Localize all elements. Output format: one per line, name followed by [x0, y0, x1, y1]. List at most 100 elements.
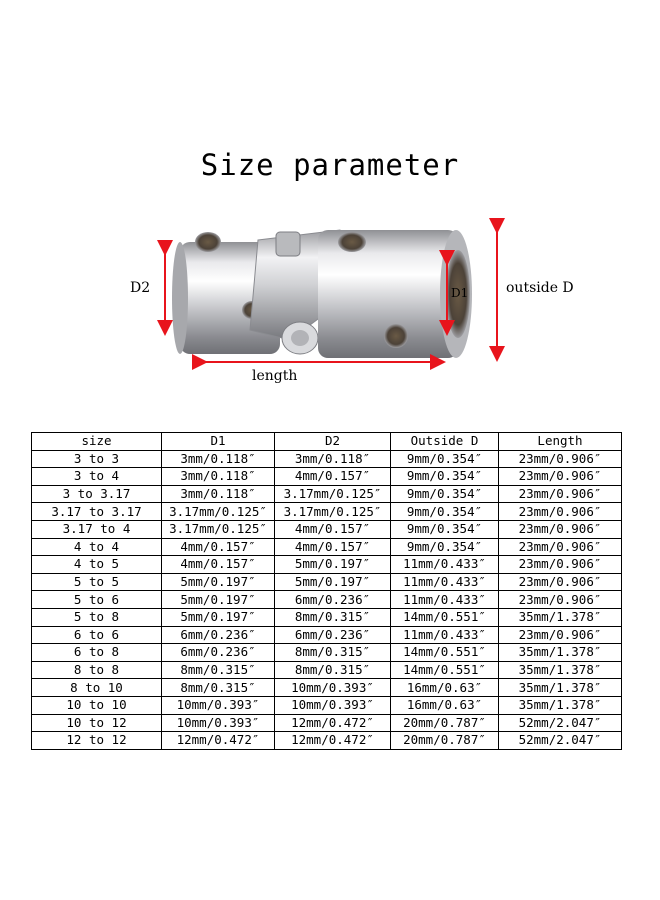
cell-d1: 6mm/0.236″ — [161, 643, 275, 662]
cell-d2: 3.17mm/0.125″ — [274, 484, 391, 504]
header-d2: D2 — [274, 432, 391, 451]
cell-d2: 5mm/0.197″ — [274, 572, 391, 592]
cell-d1: 4mm/0.157″ — [161, 555, 275, 574]
cell-d2: 4mm/0.157″ — [274, 519, 391, 539]
cell-d1: 3.17mm/0.125″ — [161, 502, 275, 521]
cell-d1: 10mm/0.393″ — [161, 695, 275, 715]
cell-size: 8 to 10 — [31, 678, 162, 697]
cell-outside-d: 9mm/0.354″ — [390, 519, 499, 539]
cell-length: 23mm/0.906″ — [498, 537, 622, 557]
cell-size: 3.17 to 3.17 — [31, 502, 162, 521]
outside-d-label: outside D — [506, 280, 574, 296]
cell-length: 23mm/0.906″ — [498, 625, 622, 645]
cell-d1: 4mm/0.157″ — [161, 537, 275, 557]
cell-outside-d: 20mm/0.787″ — [390, 731, 499, 750]
cell-length: 35mm/1.378″ — [498, 607, 622, 627]
cell-outside-d: 16mm/0.63″ — [390, 695, 499, 715]
cell-d1: 3mm/0.118″ — [161, 484, 275, 504]
cell-size: 3 to 4 — [31, 467, 162, 486]
cell-size: 5 to 8 — [31, 607, 162, 627]
header-length: Length — [498, 432, 622, 451]
header-d1: D1 — [161, 432, 275, 451]
cell-size: 5 to 6 — [31, 590, 162, 609]
cell-outside-d: 9mm/0.354″ — [390, 502, 499, 521]
cell-length: 23mm/0.906″ — [498, 590, 622, 609]
cell-d2: 4mm/0.157″ — [274, 467, 391, 486]
right-hub — [318, 230, 458, 358]
cell-outside-d: 11mm/0.433″ — [390, 590, 499, 609]
cell-d1: 3mm/0.118″ — [161, 467, 275, 486]
cell-d1: 5mm/0.197″ — [161, 590, 275, 609]
universal-joint-illustration — [157, 218, 505, 370]
cell-length: 52mm/2.047″ — [498, 731, 622, 750]
cell-length: 23mm/0.906″ — [498, 467, 622, 486]
cell-d2: 8mm/0.315″ — [274, 643, 391, 662]
cell-outside-d: 14mm/0.551″ — [390, 607, 499, 627]
header-outside-d: Outside D — [390, 432, 499, 451]
cell-size: 5 to 5 — [31, 572, 162, 592]
cell-d2: 3.17mm/0.125″ — [274, 502, 391, 521]
cell-d2: 10mm/0.393″ — [274, 695, 391, 715]
cell-size: 3 to 3 — [31, 449, 162, 469]
cell-d1: 8mm/0.315″ — [161, 660, 275, 680]
cell-d1: 12mm/0.472″ — [161, 731, 275, 750]
header-size: size — [31, 432, 162, 451]
cross-pin-top — [275, 231, 301, 257]
cell-length: 52mm/2.047″ — [498, 713, 622, 733]
cell-size: 6 to 6 — [31, 625, 162, 645]
cell-size: 3 to 3.17 — [31, 484, 162, 504]
cell-d1: 6mm/0.236″ — [161, 625, 275, 645]
cell-outside-d: 9mm/0.354″ — [390, 467, 499, 486]
cell-size: 4 to 4 — [31, 537, 162, 557]
cell-length: 23mm/0.906″ — [498, 484, 622, 504]
cell-length: 23mm/0.906″ — [498, 519, 622, 539]
cell-size: 6 to 8 — [31, 643, 162, 662]
cell-d1: 3.17mm/0.125″ — [161, 519, 275, 539]
cell-d1: 3mm/0.118″ — [161, 449, 275, 469]
cell-size: 12 to 12 — [31, 731, 162, 750]
cell-length: 23mm/0.906″ — [498, 502, 622, 521]
cell-d1: 10mm/0.393″ — [161, 713, 275, 733]
cell-size: 8 to 8 — [31, 660, 162, 680]
cell-d2: 6mm/0.236″ — [274, 625, 391, 645]
right-screw-hole — [384, 324, 408, 348]
cell-d2: 10mm/0.393″ — [274, 678, 391, 697]
cell-d2: 3mm/0.118″ — [274, 449, 391, 469]
cell-length: 23mm/0.906″ — [498, 572, 622, 592]
cell-outside-d: 9mm/0.354″ — [390, 484, 499, 504]
left-screw-hole — [195, 232, 221, 252]
cell-d2: 12mm/0.472″ — [274, 731, 391, 750]
cell-size: 10 to 12 — [31, 713, 162, 733]
cell-outside-d: 11mm/0.433″ — [390, 572, 499, 592]
cell-outside-d: 9mm/0.354″ — [390, 449, 499, 469]
table-header-row: size D1 D2 Outside D Length — [31, 432, 622, 451]
length-label: length — [252, 368, 298, 384]
cell-d1: 5mm/0.197″ — [161, 607, 275, 627]
universal-joint-figure: D2 D1 outside D length — [0, 200, 660, 410]
cell-d2: 4mm/0.157″ — [274, 537, 391, 557]
cell-outside-d: 16mm/0.63″ — [390, 678, 499, 697]
cell-outside-d: 20mm/0.787″ — [390, 713, 499, 733]
left-hub-end — [172, 242, 188, 354]
cell-outside-d: 11mm/0.433″ — [390, 555, 499, 574]
d1-label: D1 — [451, 286, 469, 300]
right-top-hole — [338, 232, 366, 252]
cell-d2: 5mm/0.197″ — [274, 555, 391, 574]
cell-length: 35mm/1.378″ — [498, 695, 622, 715]
cell-length: 23mm/0.906″ — [498, 555, 622, 574]
cell-d2: 8mm/0.315″ — [274, 607, 391, 627]
cell-length: 23mm/0.906″ — [498, 449, 622, 469]
